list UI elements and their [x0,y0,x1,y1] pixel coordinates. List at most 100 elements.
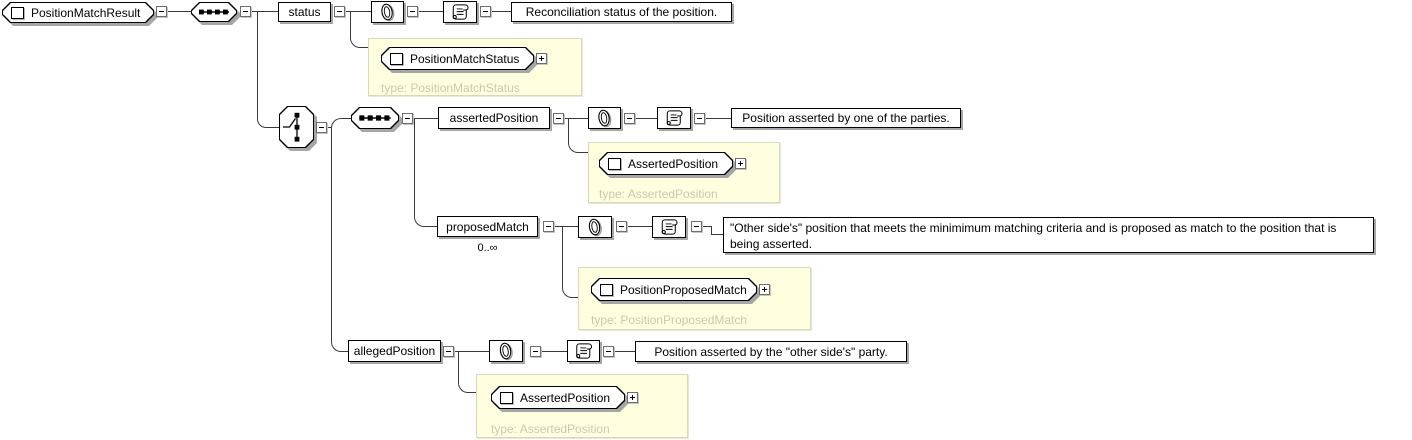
collapse-handle[interactable] [694,113,705,124]
paperclip-attributes-icon [598,109,612,128]
element-icon [11,6,24,19]
paperclip-attributes-icon [381,3,395,22]
collapse-handle[interactable] [334,6,345,17]
element-status[interactable]: status [278,2,331,22]
scroll-annotation-icon [576,343,593,359]
documentation-text: Position asserted by one of the parties. [742,111,950,125]
connector [414,216,425,227]
collapse-handle[interactable] [603,346,614,357]
element-position-match-result[interactable]: PositionMatchResult [2,2,154,23]
collapse-handle[interactable] [402,113,413,124]
connector [702,226,711,227]
type-element-assertedposition[interactable]: AssertedPosition [491,386,625,409]
connector [257,11,258,119]
choice-switch-icon [283,112,300,142]
connector [562,226,563,288]
collapse-handle[interactable] [156,6,167,17]
attributes-box[interactable] [588,107,621,129]
collapse-handle[interactable] [691,221,702,232]
expand-handle[interactable] [735,158,746,169]
connector [564,118,588,119]
connector [350,11,351,38]
documentation-text: "Other side's" position that meets the m… [730,221,1337,251]
connector [554,226,578,227]
sequence-compositor[interactable] [351,107,399,129]
connector [342,118,351,119]
type-panel-status: PositionMatchStatus type: PositionMatchS… [368,38,582,96]
collapse-handle[interactable] [543,221,554,232]
type-name-label: PositionMatchStatus [410,51,520,66]
connector [711,226,712,234]
annotation-box[interactable] [443,1,477,23]
connector [413,118,438,119]
type-element-assertedposition[interactable]: AssertedPosition [599,152,733,175]
connector [268,127,279,128]
connector [331,118,342,128]
connector [627,226,652,227]
occurrence-label: 0..∞ [477,242,498,254]
connector [573,297,578,298]
element-proposed-match[interactable]: proposedMatch [437,216,538,237]
type-element-positionproposedmatch[interactable]: PositionProposedMatch [591,278,757,301]
expand-handle[interactable] [536,53,547,64]
connector [331,128,332,342]
choice-compositor[interactable] [279,106,314,148]
sequence-compositor[interactable] [191,2,237,22]
paperclip-attributes-icon [588,218,602,237]
connector [469,392,476,393]
element-asserted-position[interactable]: assertedPosition [438,107,550,129]
element-label: status [288,5,321,19]
collapse-handle[interactable] [616,221,627,232]
documentation-asserted-position[interactable]: Position asserted by one of the parties. [731,108,961,128]
sequence-dots-icon [199,9,229,15]
documentation-status[interactable]: Reconciliation status of the position. [511,2,732,22]
element-alleged-position[interactable]: allegedPosition [348,340,441,362]
connector [454,351,489,352]
element-icon [600,283,613,296]
type-panel-alleged-position: AssertedPosition type: AssertedPosition [476,374,688,438]
connector [458,351,459,383]
annotation-box[interactable] [657,107,691,129]
connector [414,118,415,216]
element-icon [500,391,513,404]
annotation-box[interactable] [652,216,686,238]
element-label: assertedPosition [449,111,539,125]
connector [350,38,361,48]
expand-handle[interactable] [759,284,770,295]
connector [614,351,635,352]
connector [491,11,511,12]
connector [327,127,331,128]
type-caption: type: PositionProposedMatch [591,313,748,327]
type-name-label: PositionProposedMatch [620,282,747,297]
collapse-handle[interactable] [407,6,418,17]
collapse-handle[interactable] [443,346,454,357]
type-name-label: AssertedPosition [520,390,611,405]
connector [251,11,278,12]
expand-handle[interactable] [627,392,638,403]
collapse-handle[interactable] [624,113,635,124]
documentation-proposed-match[interactable]: "Other side's" position that meets the m… [723,217,1374,253]
connector [635,118,657,119]
collapse-handle[interactable] [480,6,491,17]
documentation-alleged-position[interactable]: Position asserted by the "other side's" … [635,341,907,362]
collapse-handle[interactable] [553,113,564,124]
element-label: allegedPosition [353,344,436,358]
connector [705,118,731,119]
attributes-box[interactable] [578,216,612,238]
element-label: PositionMatchResult [31,5,141,20]
collapse-handle[interactable] [530,346,541,357]
connector [568,143,579,153]
connector [361,47,368,48]
annotation-box[interactable] [567,340,600,362]
collapse-handle[interactable] [316,122,327,133]
scroll-annotation-icon [661,219,678,235]
connector [257,119,268,128]
attributes-box[interactable] [371,1,404,23]
sequence-dots-icon [359,115,391,121]
attributes-box[interactable] [489,340,523,362]
type-caption: type: PositionMatchStatus [381,81,520,95]
type-element-positionmatchstatus[interactable]: PositionMatchStatus [381,47,534,70]
collapse-handle[interactable] [240,6,251,17]
element-icon [390,52,403,65]
